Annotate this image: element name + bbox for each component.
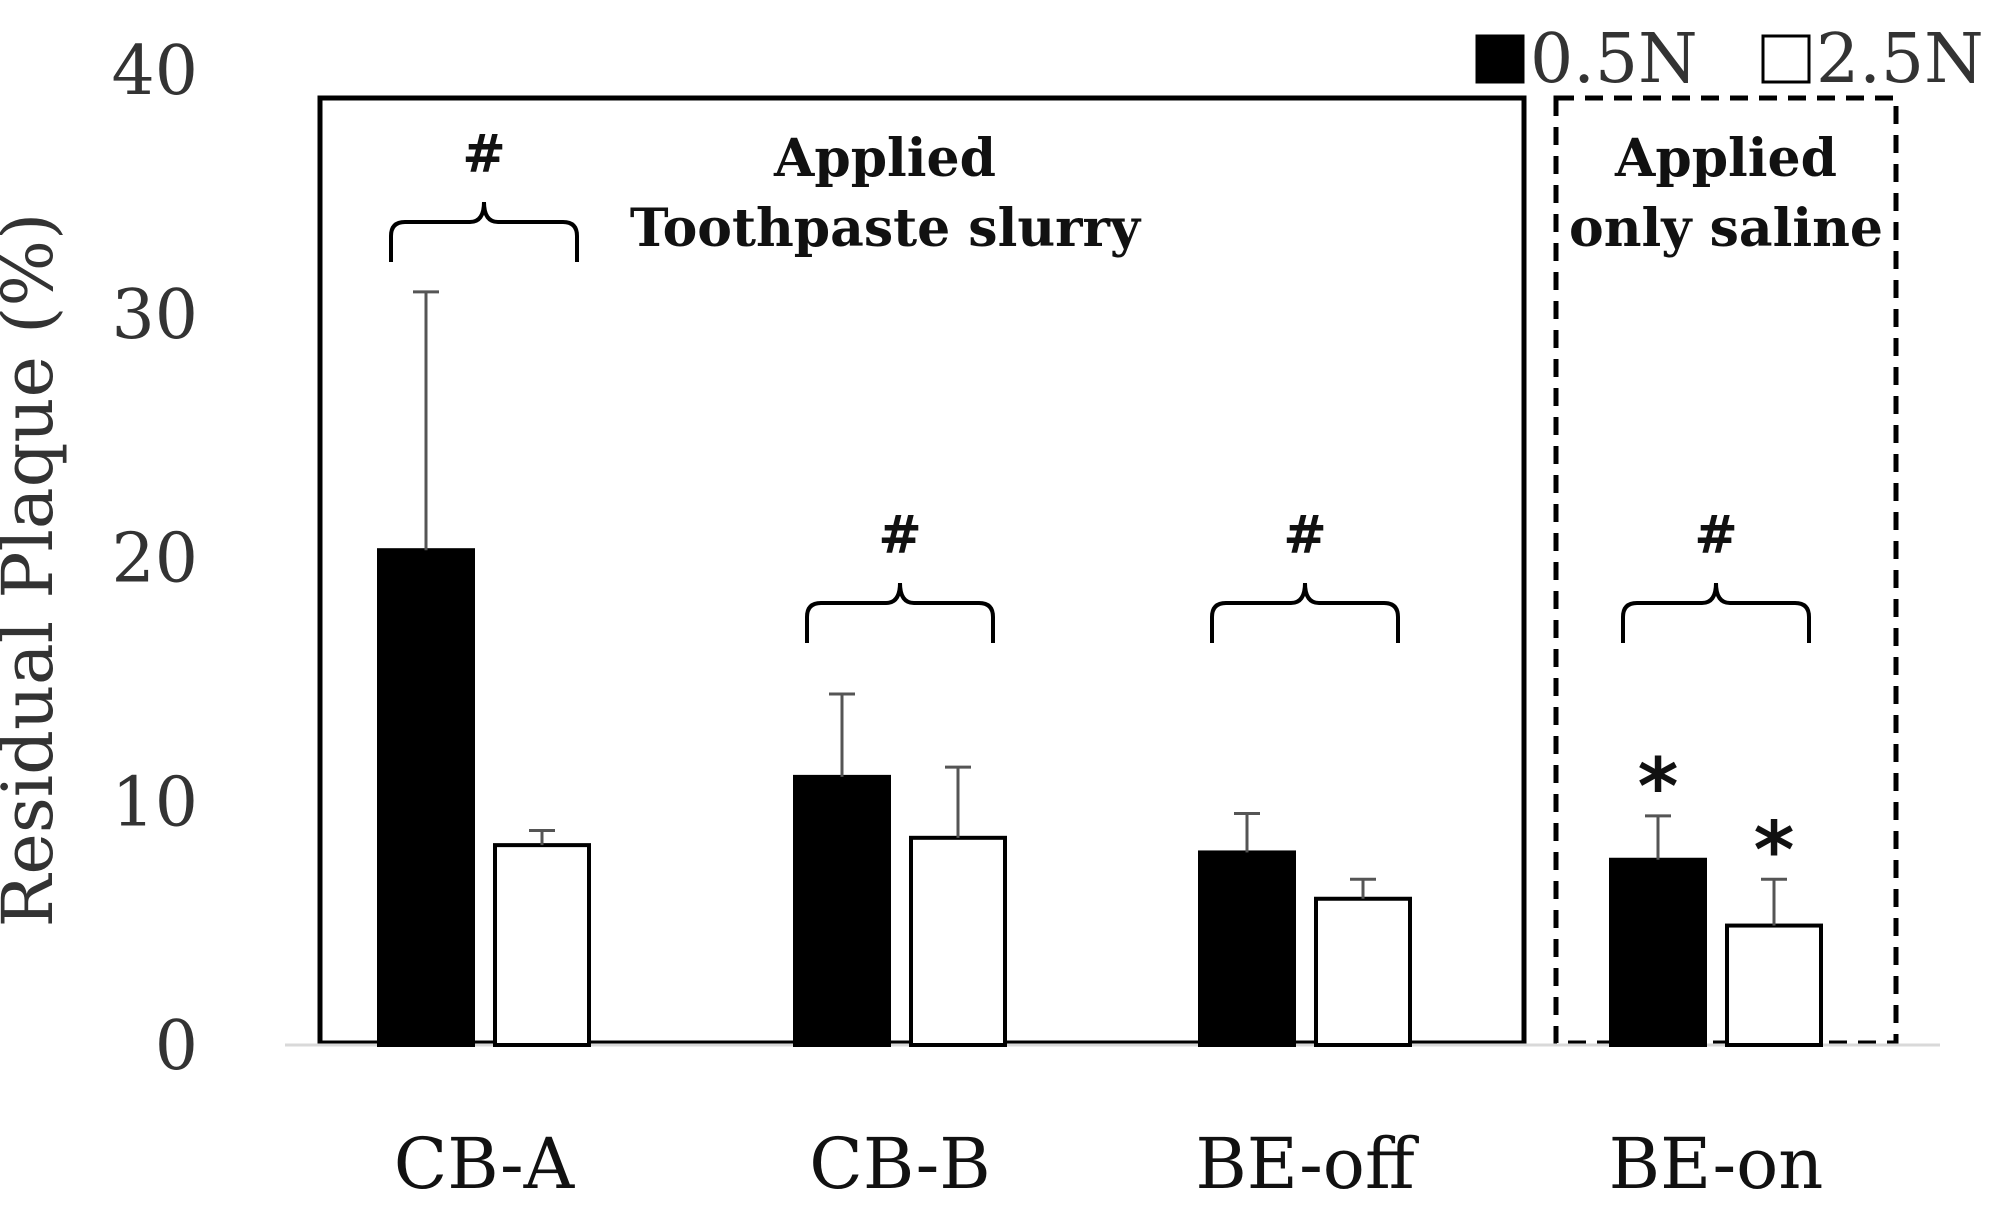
error-bar-BE-on-0.5N bbox=[1645, 814, 1671, 860]
legend-swatch-0.5N bbox=[1475, 34, 1525, 84]
group-label-saline-line2: only saline bbox=[1569, 198, 1883, 259]
x-axis-ticks: CB-A CB-B BE-off BE-on bbox=[394, 1123, 1824, 1205]
group-label-toothpaste-line1: Applied bbox=[773, 128, 996, 189]
bar-CB-A-0.5N bbox=[377, 548, 475, 1047]
y-axis-label: Residual Plaque (%) bbox=[0, 213, 69, 928]
legend-swatch-2.5N bbox=[1761, 34, 1811, 84]
bar-BE-off-0.5N bbox=[1198, 850, 1296, 1047]
asterisk-BE-on-2.5N: * bbox=[1754, 806, 1795, 896]
x-tick-label-BE-on: BE-on bbox=[1609, 1123, 1824, 1205]
y-tick-label: 20 bbox=[111, 520, 198, 599]
group-label-toothpaste-line2: Toothpaste slurry bbox=[630, 198, 1142, 259]
bracket-CB-A bbox=[389, 201, 579, 262]
bars bbox=[377, 548, 1823, 1047]
bar-CB-A-2.5N bbox=[493, 843, 591, 1047]
y-tick-label: 30 bbox=[111, 276, 198, 355]
bar-BE-on-2.5N bbox=[1725, 923, 1823, 1047]
significance-mark-BE-on: # bbox=[1694, 505, 1738, 566]
group-label-saline-line1: Applied bbox=[1614, 128, 1837, 189]
bracket-CB-B bbox=[805, 582, 995, 643]
x-tick-label-BE-off: BE-off bbox=[1195, 1123, 1419, 1205]
y-axis-ticks: 0 10 20 30 40 bbox=[111, 32, 198, 1086]
bracket-BE-off bbox=[1210, 582, 1400, 643]
bar-BE-off-2.5N bbox=[1314, 896, 1412, 1047]
y-tick-label: 10 bbox=[111, 763, 198, 842]
error-bar-CB-A-2.5N bbox=[529, 829, 555, 846]
legend-label-0.5N: 0.5N bbox=[1530, 20, 1698, 99]
x-tick-label-CB-A: CB-A bbox=[394, 1123, 576, 1205]
bar-BE-on-0.5N bbox=[1609, 857, 1707, 1047]
significance-mark-BE-off: # bbox=[1283, 505, 1327, 566]
legend-label-2.5N: 2.5N bbox=[1816, 20, 1984, 99]
error-bar-CB-A-0.5N bbox=[413, 290, 439, 551]
significance-brackets: # # # # bbox=[389, 124, 1811, 643]
bar-CB-B-0.5N bbox=[793, 774, 891, 1047]
significance-mark-CB-A: # bbox=[462, 124, 506, 185]
bar-CB-B-2.5N bbox=[909, 835, 1007, 1047]
error-bar-BE-off-0.5N bbox=[1234, 811, 1260, 853]
error-bar-BE-off-2.5N bbox=[1350, 877, 1376, 899]
asterisk-BE-on-0.5N: * bbox=[1638, 743, 1679, 833]
error-bar-BE-on-2.5N bbox=[1761, 877, 1787, 926]
error-bars: ** bbox=[413, 290, 1795, 926]
bracket-BE-on bbox=[1621, 582, 1811, 643]
y-tick-label: 40 bbox=[111, 32, 198, 111]
error-bar-CB-B-2.5N bbox=[945, 765, 971, 838]
significance-mark-CB-B: # bbox=[878, 505, 922, 566]
y-tick-label: 0 bbox=[155, 1007, 198, 1086]
error-bar-CB-B-0.5N bbox=[829, 692, 855, 777]
legend: 0.5N 2.5N bbox=[1475, 20, 1984, 99]
x-tick-label-CB-B: CB-B bbox=[809, 1123, 990, 1205]
